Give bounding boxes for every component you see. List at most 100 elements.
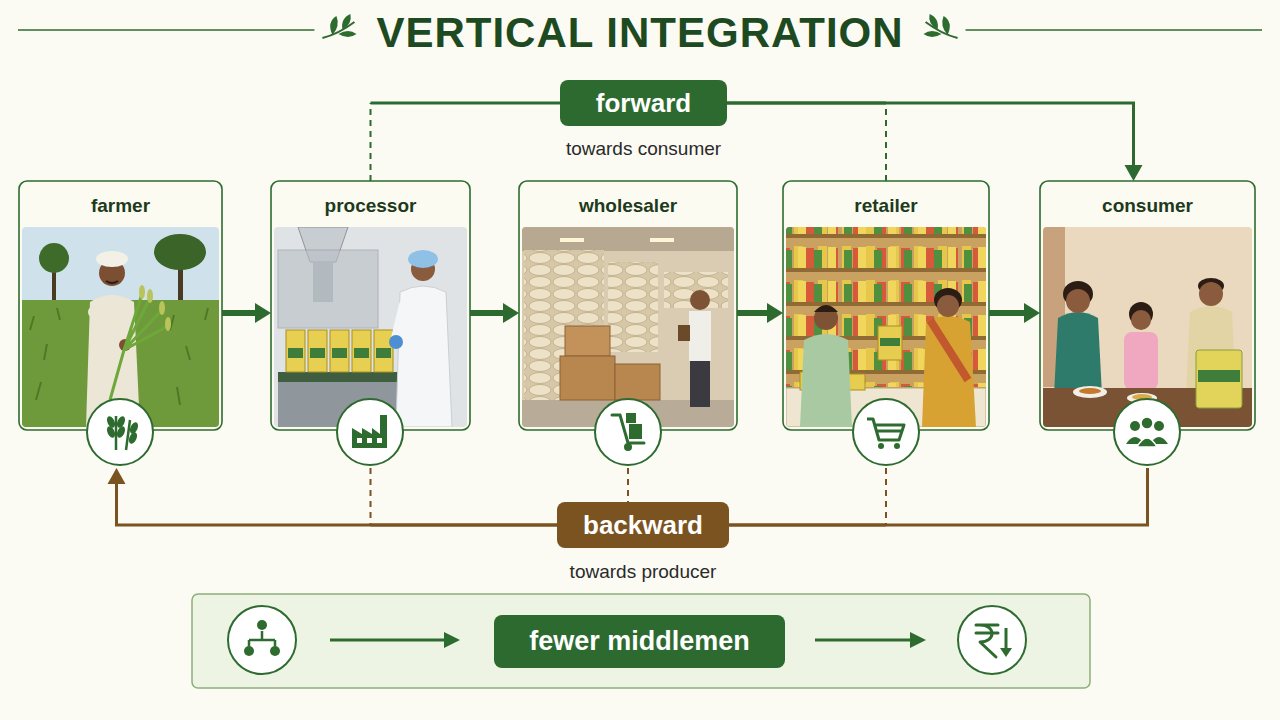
cart-icon-part [867,419,904,440]
wholesaler-photo-part [565,326,610,356]
arrowhead [767,303,783,323]
network-icon-part [228,606,296,674]
price-down-icon-part [1005,628,1008,650]
connector [729,468,886,525]
connector-line [729,468,1148,525]
processor-photo-part [288,348,303,358]
people-icon-part [1130,421,1140,431]
farmer-photo-part [96,251,128,267]
farmer-photo-part [159,301,165,315]
connector-line [737,310,767,316]
farmer-photo-part [22,227,219,427]
retailer-photo [786,227,986,427]
arrowhead [1125,165,1143,181]
leaf-ornament-part [942,16,950,35]
farmer-photo-part [165,317,171,331]
network-icon-part [249,631,275,646]
farmer-photo-part [39,243,69,273]
leaf-ornament-part [330,16,338,35]
wheat-icon-part [116,416,130,450]
connector [989,303,1040,323]
connector [108,468,558,525]
cart-icon [853,399,919,465]
connector [371,103,561,181]
card-frame-part [783,181,989,430]
farmer-photo-part [139,285,145,299]
leaf-ornament [322,14,356,38]
connector [727,103,1143,181]
card-frame-part [1040,181,1255,430]
factory-icon-part [352,415,387,448]
leaf-ornament-part [924,31,942,37]
retailer-photo-part [880,338,900,346]
processor-photo-part [278,250,378,328]
consumer-photo-part [1073,386,1107,398]
cart-icon-part [878,443,884,449]
consumer-photo-part [1131,310,1151,330]
connector [371,468,558,525]
pill-label: backwardtowards producer [557,502,729,548]
wholesaler-photo-part [678,325,690,341]
processor-photo-part [274,227,467,427]
stage-name: processor [271,195,470,217]
factory-icon-part [377,438,382,443]
stage-card: farmer [19,181,222,468]
people-icon [1114,399,1180,465]
price-down-icon-part [1000,648,1012,657]
farmer-photo-part [106,281,118,283]
factory-icon-part [357,438,362,443]
stage-name: consumer [1040,195,1255,217]
consumer-photo-part [1124,332,1158,390]
farmer-photo-part [94,312,122,345]
pill-text: fewer middlemen [529,626,750,657]
connector-line [727,103,1134,165]
wholesaler-photo-part [689,311,711,361]
leaf-ornament-part [342,14,351,30]
connector-line [222,310,255,316]
farmer-photo-part [147,289,153,303]
people-icon-part [1114,399,1180,465]
dashed-link [885,468,887,525]
hand-truck-icon-part [624,443,632,451]
card-frame [19,181,1255,430]
processor-photo-part [376,348,391,358]
wholesaler-photo-part [690,290,710,310]
retailer-photo-part [937,295,959,317]
wholesaler-photo-part [690,361,710,407]
connector-line [729,524,886,527]
card-frame-part [271,181,470,430]
connector [727,103,886,181]
consumer-photo-part [1066,289,1090,313]
processor-photo-part [286,330,305,372]
network-icon-part [257,620,267,630]
card-frame-part [19,181,222,430]
retailer-photo-part [930,320,968,380]
processor-photo-part [396,305,404,338]
dashed-link [370,103,372,181]
consumer-photo-part [1199,282,1223,306]
connector [222,303,271,323]
pill-label: forwardtowards consumer [560,80,727,126]
arrowhead [1024,303,1040,323]
processor-photo-part [332,348,347,358]
processor-photo [274,227,467,427]
farmer-photo-part [110,294,168,400]
wholesaler-photo-part [608,262,658,352]
retailer-photo-part [786,227,986,427]
processor-photo-part [396,286,452,427]
cart-icon-part [894,443,900,449]
connector-line [371,102,561,105]
people-icon-part [1154,421,1164,431]
flow-arrow-part [815,639,912,642]
people-icon-part [1137,438,1157,447]
bottom-panel [192,594,1090,688]
connector [729,468,1148,525]
diagram-title: VERTICAL INTEGRATION [376,9,903,57]
hand-truck-icon-part [595,399,661,465]
connector-line [117,484,558,525]
processor-photo-part [389,335,403,349]
wholesaler-photo-part [560,356,615,400]
title-rule-part [966,29,1262,31]
consumer-photo-part [1054,312,1102,395]
